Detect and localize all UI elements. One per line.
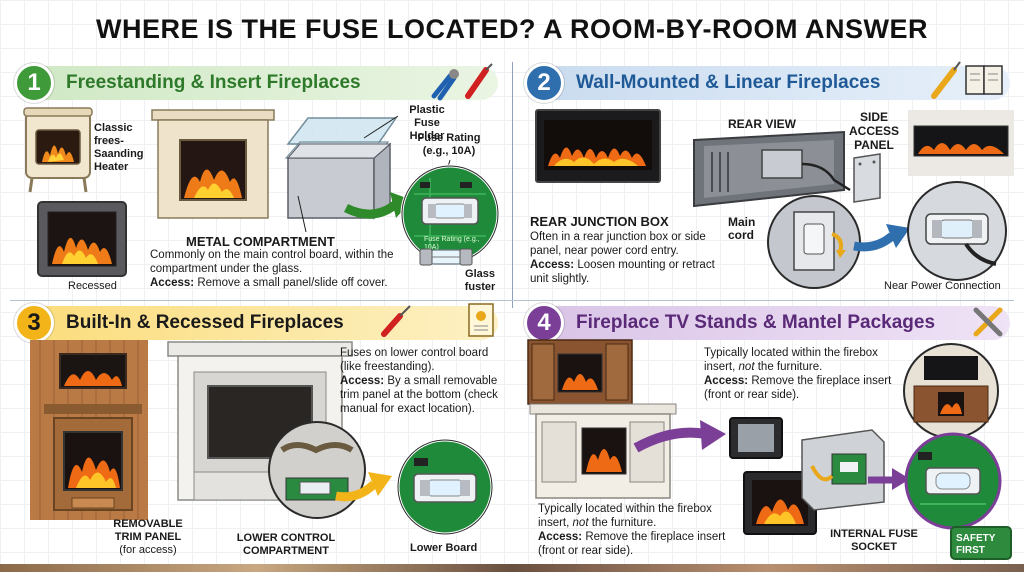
section-2-desc-text: Often in a rear junction box or side pan… bbox=[530, 231, 706, 257]
section-3-title: Built-In & Recessed Fireplaces bbox=[66, 312, 344, 333]
section-3-desc-text: Fuses on lower control board (like frees… bbox=[340, 347, 489, 373]
lower-board-closeup-image bbox=[396, 438, 494, 536]
small-purple-arrow-icon bbox=[868, 468, 910, 490]
insert-panel-image bbox=[729, 417, 783, 459]
screwdriver-icon bbox=[381, 305, 411, 337]
section-1-access-text: Remove a small panel/slide off cover. bbox=[197, 277, 388, 289]
fuse-rating-label: Fuse Rating (e.g., 10A) bbox=[417, 132, 481, 157]
classic-heater-image bbox=[23, 107, 93, 193]
section-4-top-description: Typically located within the firebox ins… bbox=[704, 346, 900, 402]
internal-box-image bbox=[801, 429, 885, 511]
section-2-heading: REAR JUNCTION BOX bbox=[530, 214, 669, 229]
section-1-desc-text: Commonly on the main control board, with… bbox=[150, 249, 394, 275]
section-4-banner: Fireplace TV Stands & Mantel Packages bbox=[528, 306, 1010, 340]
glass-fuse-label: Glass fuster bbox=[464, 268, 496, 293]
plastic-fuse-holder-label: Plastic Fuse Holder bbox=[409, 104, 445, 142]
section-4-top-desc-a: Typically located within the firebox ins… bbox=[704, 347, 878, 373]
built-in-wood-fireplace-image bbox=[30, 340, 148, 520]
lower-control-compartment-label: LOWER CONTROL COMPARTMENT bbox=[236, 532, 336, 557]
section-4-bottom-access-text: Remove the fireplace insert (front or re… bbox=[538, 531, 726, 557]
section-2-banner: Wall-Mounted & Linear Fireplaces bbox=[528, 66, 1010, 100]
section-1-description: Commonly on the main control board, with… bbox=[150, 248, 400, 290]
section-2-number: 2 bbox=[524, 63, 564, 103]
tv-stand-white-image bbox=[529, 403, 677, 499]
section-3-description: Fuses on lower control board (like frees… bbox=[340, 346, 510, 416]
section-4-bottom-access-label: Access: bbox=[538, 531, 583, 543]
safety-first-badge: SAFETY FIRST bbox=[950, 526, 1012, 560]
section-2-title: Wall-Mounted & Linear Fireplaces bbox=[576, 72, 881, 93]
main-cord-label: Main cord bbox=[728, 215, 756, 242]
section-4-bottom-desc-a: Typically located within the firebox ins… bbox=[538, 503, 712, 529]
section-4-top-access-label: Access: bbox=[704, 375, 749, 387]
wrench-screwdriver-icon bbox=[973, 307, 1003, 337]
metal-compartment-image bbox=[284, 117, 398, 220]
room-tv-fireplace-image bbox=[908, 110, 1014, 176]
section-4-top-desc-b: the furniture. bbox=[757, 361, 823, 373]
pliers-screwdriver-icon bbox=[431, 63, 493, 101]
screwdriver-manual-icon bbox=[931, 61, 1003, 99]
rear-view-panel-image bbox=[693, 130, 851, 208]
section-4-bottom-desc-em: not bbox=[572, 517, 589, 529]
junction-box-closeup-image bbox=[767, 195, 861, 289]
section-3-access-label: Access: bbox=[340, 375, 385, 387]
removable-trim-panel-label: REMOVABLE TRIM PANEL bbox=[113, 518, 183, 543]
room-tv-stand-image bbox=[903, 343, 999, 439]
lower-board-label: Lower Board bbox=[410, 542, 478, 554]
section-1-access-label: Access: bbox=[150, 277, 195, 289]
classic-heater-label: Classic frees-Sаanding Heater bbox=[94, 122, 144, 173]
glass-fuse-image bbox=[419, 248, 473, 266]
recessed-fireplace-image bbox=[37, 201, 127, 277]
firebox-insert-image bbox=[743, 471, 817, 535]
horizontal-divider bbox=[10, 300, 1014, 301]
section-4-top-desc-em: not bbox=[738, 361, 755, 373]
section-3-banner: Built-In & Recessed Fireplaces bbox=[18, 306, 498, 340]
internal-socket-closeup-image bbox=[904, 432, 1002, 530]
recessed-label: Recessed bbox=[68, 280, 117, 292]
section-3-access-text: By a small removable trim panel at the b… bbox=[340, 375, 498, 415]
section-1-heading: METAL COMPARTMENT bbox=[186, 234, 335, 249]
board-text: Fuse Rating (e.g., 10A) bbox=[424, 236, 480, 251]
section-4-top-access-text: Remove the fireplace insert (front or re… bbox=[704, 375, 892, 401]
section-3-number: 3 bbox=[14, 303, 54, 343]
side-access-panel-image bbox=[853, 153, 881, 203]
purple-arrow-icon bbox=[633, 420, 726, 453]
safety-first-text: SAFETY FIRST bbox=[956, 533, 996, 556]
leader-lines-1 bbox=[297, 115, 451, 233]
section-2-access-text: Loosen mounting or retract unit slightly… bbox=[530, 259, 715, 285]
mantel-fireplace-image bbox=[151, 109, 275, 219]
blue-arrow-icon bbox=[853, 224, 910, 252]
section-1-title: Freestanding & Insert Fireplaces bbox=[66, 72, 361, 93]
section-4-bottom-desc-b: the furniture. bbox=[591, 517, 657, 529]
bottom-wood-strip bbox=[0, 564, 1024, 572]
section-1-number: 1 bbox=[14, 63, 54, 103]
yellow-arrow-icon bbox=[335, 472, 392, 502]
rear-view-label: REAR VIEW bbox=[728, 117, 797, 131]
section-2-description: Often in a rear junction box or side pan… bbox=[530, 230, 728, 286]
vertical-divider bbox=[512, 62, 513, 308]
trim-panel-note: (for access) bbox=[119, 544, 177, 556]
side-access-panel-label: SIDE ACCESS PANEL bbox=[848, 110, 899, 152]
manual-icon bbox=[468, 303, 494, 337]
section-1-banner: Freestanding & Insert Fireplaces bbox=[18, 66, 498, 100]
linear-fireplace-image bbox=[535, 109, 661, 183]
section-2-access-label: Access: bbox=[530, 259, 575, 271]
tv-stand-wood-image bbox=[527, 339, 633, 405]
section-4-bottom-description: Typically located within the firebox ins… bbox=[538, 502, 726, 558]
page-title: WHERE IS THE FUSE LOCATED? A ROOM-BY-ROO… bbox=[96, 14, 928, 44]
internal-fuse-socket-label: INTERNAL FUSE SOCKET bbox=[830, 528, 918, 553]
section-4-title: Fireplace TV Stands & Mantel Packages bbox=[576, 312, 936, 333]
section-4-number: 4 bbox=[524, 303, 564, 343]
fuse-socket-closeup-image bbox=[907, 181, 1007, 281]
near-power-connection-label: Near Power Connection bbox=[884, 280, 1001, 292]
